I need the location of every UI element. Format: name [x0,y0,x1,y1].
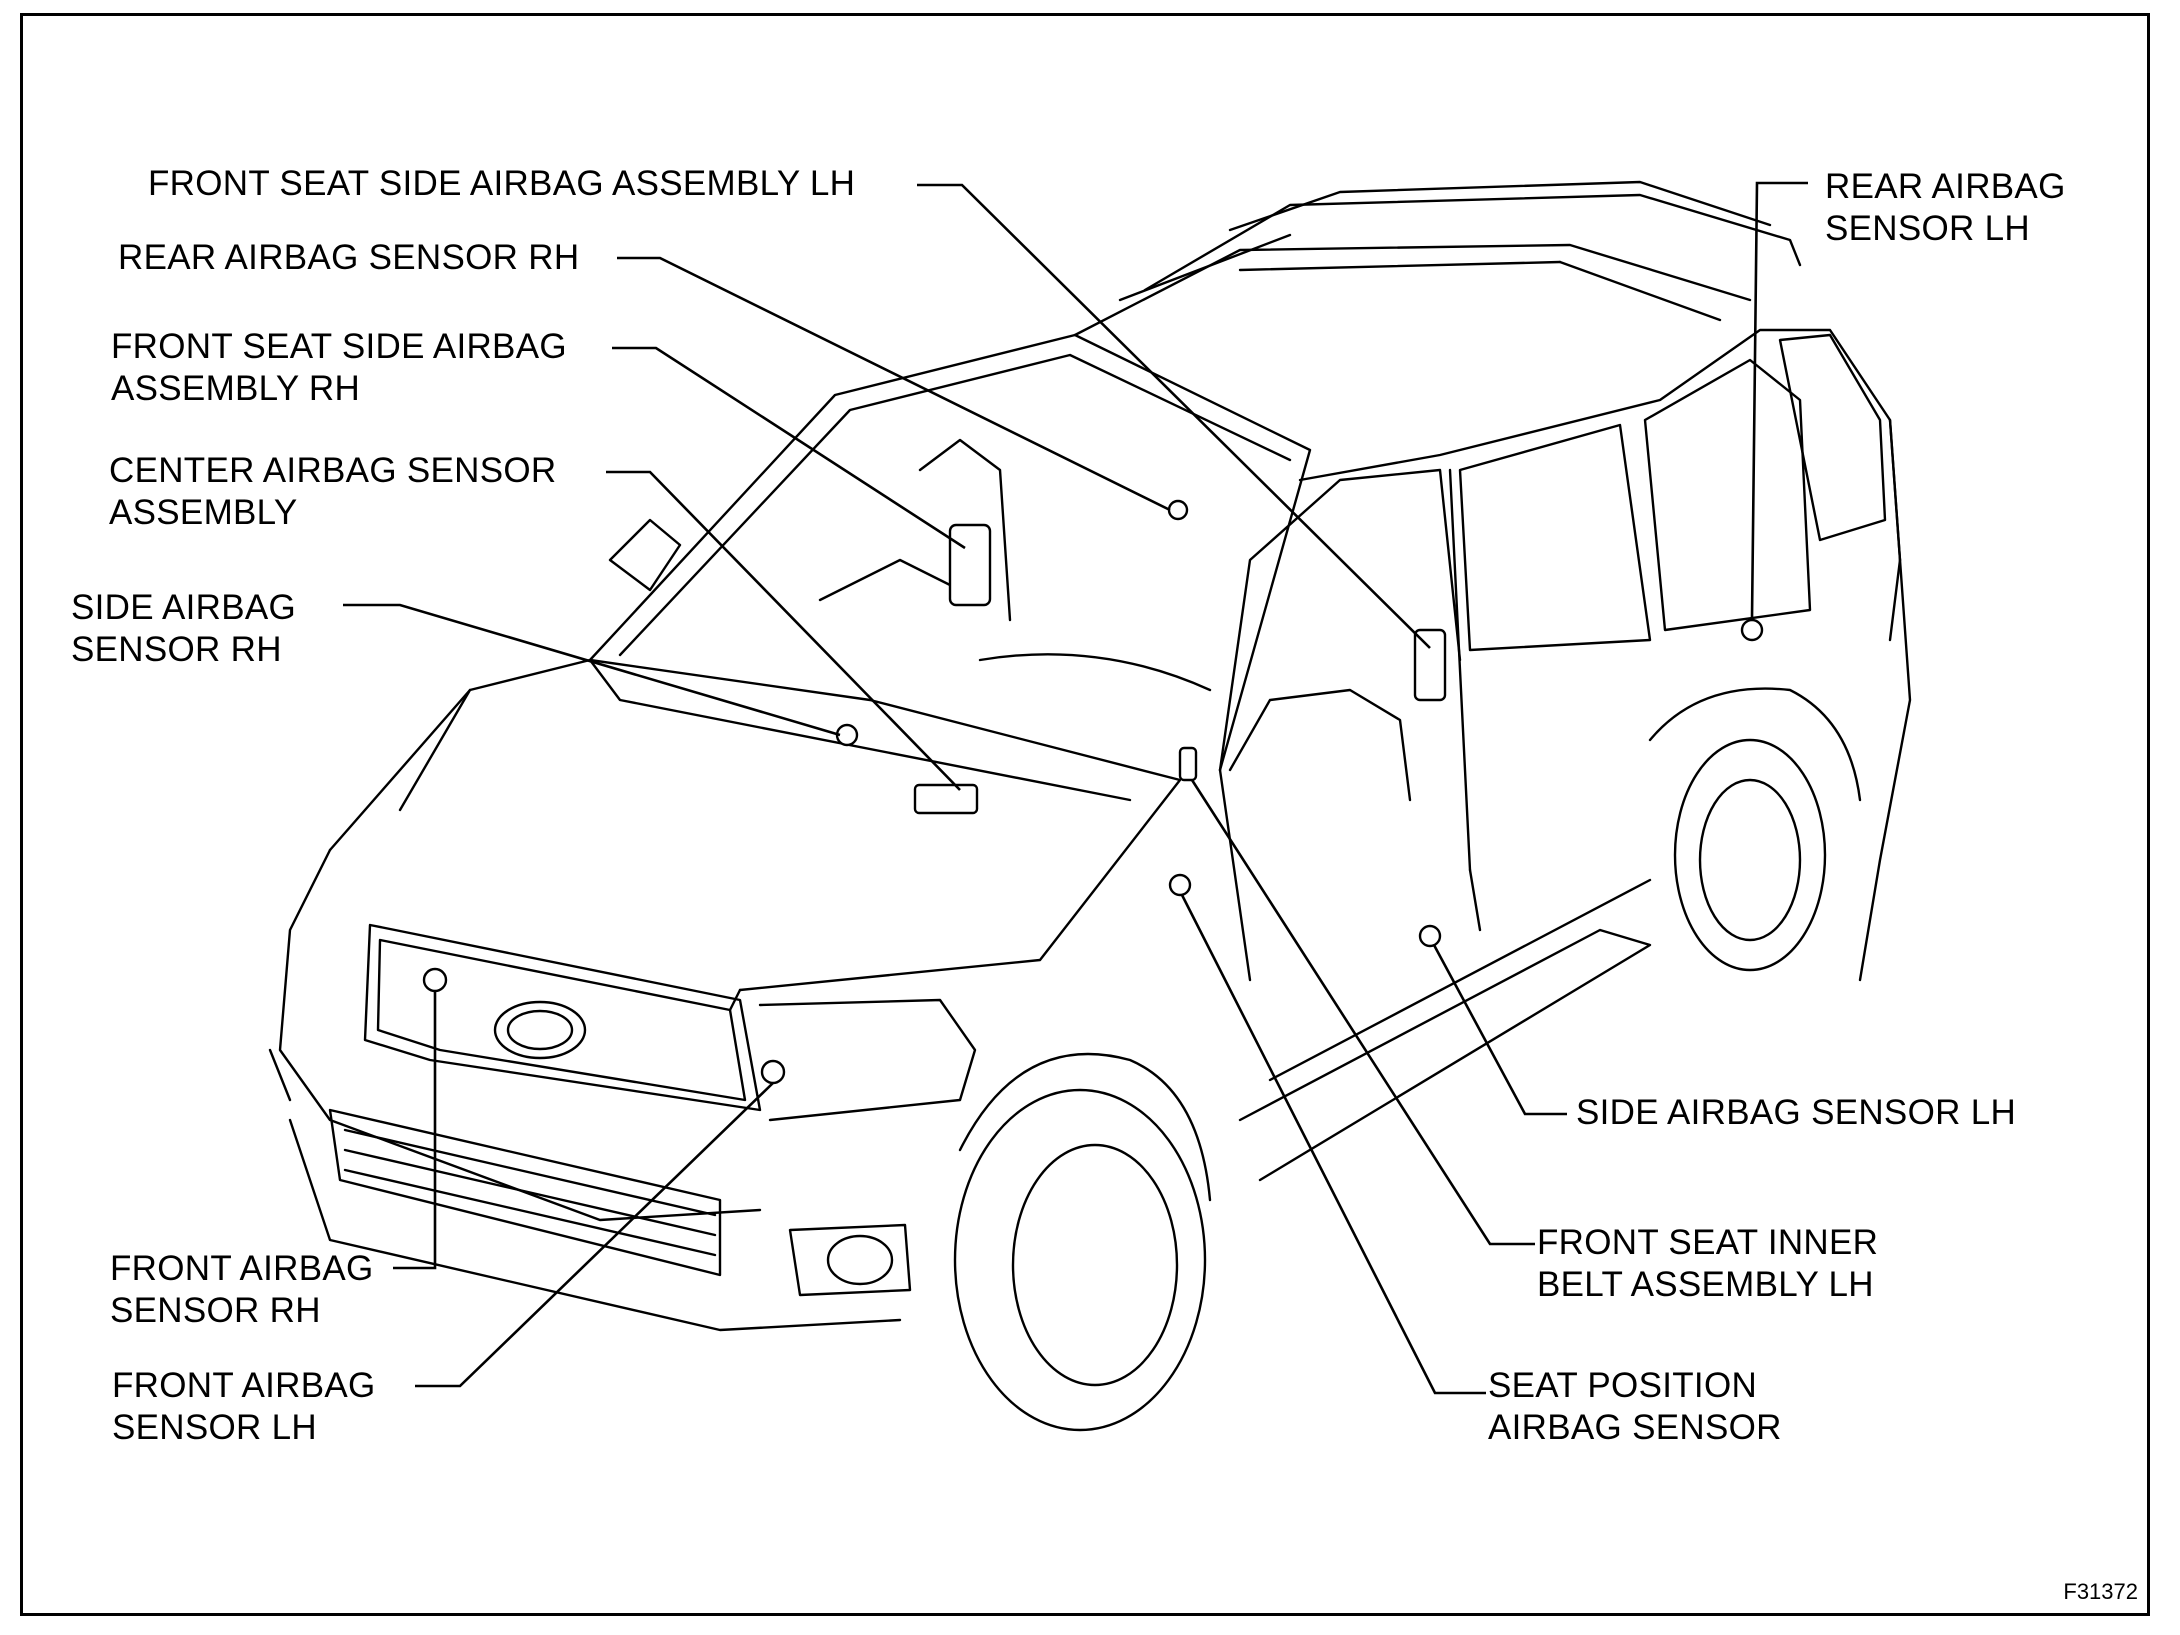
label-front-airbag-sensor-lh: FRONT AIRBAG SENSOR LH [112,1366,376,1447]
label-front-seat-side-airbag-rh: FRONT SEAT SIDE AIRBAG ASSEMBLY RH [111,327,567,408]
leader-center-airbag-sensor [606,470,961,791]
label-rear-airbag-sensor-lh: REAR AIRBAG SENSOR LH [1825,167,2066,248]
label-seat-position-airbag-sensor: SEAT POSITION AIRBAG SENSOR [1488,1366,1782,1447]
leader-front-airbag-sensor-rh [393,992,437,1270]
label-side-airbag-sensor-rh: SIDE AIRBAG SENSOR RH [71,588,297,669]
leader-front-seat-side-airbag-rh [612,346,966,550]
leader-side-airbag-sensor-rh [343,603,841,737]
leader-front-seat-inner-belt-lh [1190,779,1535,1246]
rear-airbag-sensor-lh-part [1740,618,1764,642]
leader-front-airbag-sensor-lh [415,1082,774,1388]
label-front-airbag-sensor-rh: FRONT AIRBAG SENSOR RH [110,1249,374,1330]
front-seat-side-airbag-lh-part [1413,628,1447,702]
side-airbag-sensor-lh-part [1418,924,1442,948]
center-airbag-sensor-part [913,783,979,815]
leader-side-airbag-sensor-lh [1432,944,1567,1116]
leader-lines [343,181,1808,1395]
seat-position-airbag-sensor-part [1168,873,1192,897]
component-markers [422,499,1764,1085]
leader-front-seat-side-airbag-lh [917,183,1431,649]
rear-airbag-sensor-rh-part [1167,499,1189,521]
label-front-seat-side-airbag-lh: FRONT SEAT SIDE AIRBAG ASSEMBLY LH [148,164,856,203]
label-rear-airbag-sensor-rh: REAR AIRBAG SENSOR RH [118,238,580,277]
leader-rear-airbag-sensor-rh [617,256,1171,512]
leader-seat-position-airbag-sensor [1180,894,1486,1395]
label-side-airbag-sensor-lh: SIDE AIRBAG SENSOR LH [1576,1093,2017,1132]
front-seat-inner-belt-lh-part [1178,746,1198,782]
front-airbag-sensor-rh-part [422,967,448,993]
diagram-frame [20,13,2150,1616]
leader-rear-airbag-sensor-lh [1750,181,1808,619]
front-airbag-sensor-lh-part [760,1059,786,1085]
label-center-airbag-sensor: CENTER AIRBAG SENSOR ASSEMBLY [109,451,557,532]
figure-id: F31372 [2063,1579,2138,1604]
front-seat-side-airbag-rh-part [948,523,992,607]
label-front-seat-inner-belt-lh: FRONT SEAT INNER BELT ASSEMBLY LH [1537,1223,1879,1304]
suv-outline [268,180,1912,1432]
